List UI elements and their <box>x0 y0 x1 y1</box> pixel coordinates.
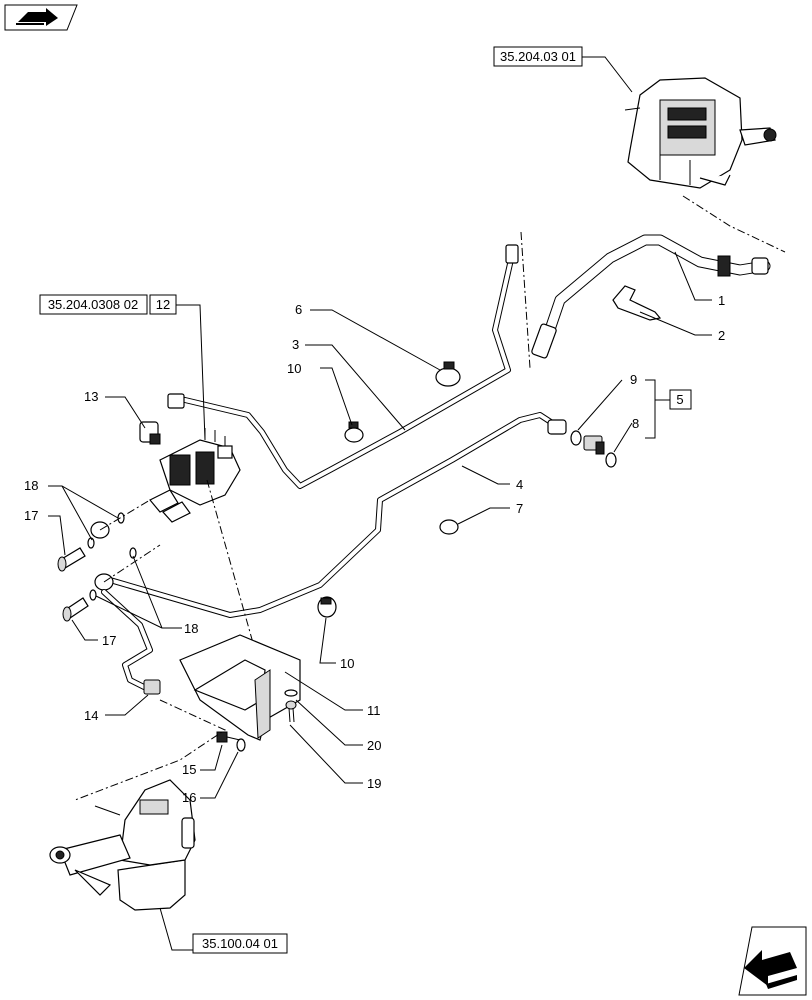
washer-part-20[interactable] <box>284 689 298 697</box>
clamp-part-6[interactable] <box>435 361 461 387</box>
callout-4: 4 <box>516 477 523 492</box>
callout-6: 6 <box>295 302 302 317</box>
callout-19: 19 <box>367 776 381 791</box>
washer-part-16[interactable] <box>236 738 246 752</box>
callout-18-upper: 18 <box>24 478 38 493</box>
bracket-part-2[interactable] <box>612 285 662 321</box>
banjo-fittings <box>90 521 114 591</box>
callout-11: 11 <box>367 703 381 718</box>
banjo-bolt-part-17-lower[interactable] <box>62 597 89 622</box>
callout-7: 7 <box>516 501 523 516</box>
callout-8: 8 <box>632 416 639 431</box>
pipe-part-14[interactable] <box>101 589 161 695</box>
callout-2: 2 <box>718 328 725 343</box>
reference-top-label: 35.204.03 01 <box>500 49 576 64</box>
seal-ring-part-18[interactable] <box>87 512 137 601</box>
book-arrow-icon[interactable] <box>4 4 78 31</box>
reference-bottom-label: 35.100.04 01 <box>202 936 278 951</box>
callout-20: 20 <box>367 738 381 753</box>
bolt-part-15[interactable] <box>216 731 241 743</box>
bottom-filter-assembly <box>49 779 196 911</box>
reference-valve-group-label: 35.204.0308 02 <box>48 297 138 312</box>
clamp-part-10-lower[interactable] <box>317 596 337 618</box>
hose-part-1[interactable] <box>531 234 771 359</box>
kit-box-label: 5 <box>676 392 683 407</box>
callout-16: 16 <box>182 790 196 805</box>
valve-group-part-12[interactable] <box>149 428 241 523</box>
reference-box-bottom[interactable]: 35.100.04 01 <box>159 907 288 954</box>
kit-box-part-5[interactable]: 5 <box>669 389 692 410</box>
top-valve-assembly <box>624 77 777 189</box>
pipe-part-4[interactable] <box>107 412 567 618</box>
callout-3: 3 <box>292 337 299 352</box>
callout-14: 14 <box>84 708 98 723</box>
callout-18-lower: 18 <box>184 621 198 636</box>
callout-15: 15 <box>182 762 196 777</box>
clamp-part-10-upper[interactable] <box>344 421 364 443</box>
reference-box-top[interactable]: 35.204.03 01 <box>493 46 633 93</box>
bolt-part-19[interactable] <box>285 700 297 723</box>
leader-lines <box>48 251 712 799</box>
cap-part-7[interactable] <box>439 519 459 535</box>
callout-10-upper: 10 <box>287 361 301 376</box>
next-page-arrow-icon[interactable] <box>738 926 807 996</box>
banjo-bolt-part-17-upper[interactable] <box>57 547 86 572</box>
reference-box-valve-group[interactable]: 35.204.0308 02 12 <box>39 294 206 441</box>
bracket-part-11[interactable] <box>179 634 301 741</box>
callout-9: 9 <box>630 372 637 387</box>
pipe-part-3[interactable] <box>167 244 519 489</box>
fitting-kit[interactable] <box>570 430 617 468</box>
callout-17-lower: 17 <box>102 633 116 648</box>
reference-valve-group-item: 12 <box>156 297 170 312</box>
callout-17-upper: 17 <box>24 508 38 523</box>
callout-13: 13 <box>84 389 98 404</box>
callout-1: 1 <box>718 293 725 308</box>
callout-labels: 1 2 3 4 6 7 8 9 10 10 11 13 14 15 16 17 … <box>24 293 725 805</box>
callout-10-lower: 10 <box>340 656 354 671</box>
